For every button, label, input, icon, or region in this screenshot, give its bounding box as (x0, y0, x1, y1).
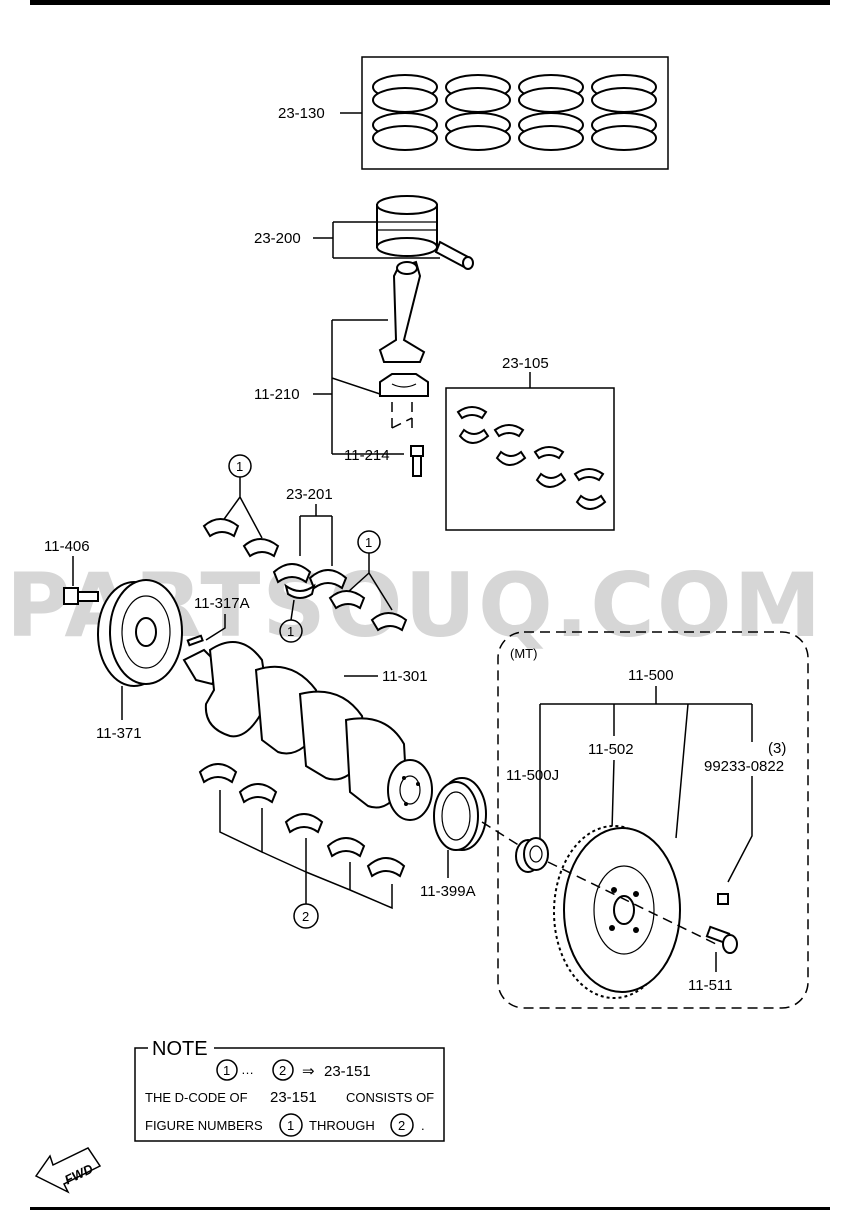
note-line2-b: CONSISTS OF (346, 1090, 434, 1105)
dowel-pin (717, 893, 729, 905)
label-99233-0822[interactable]: 99233-0822 (704, 758, 784, 775)
oil-seal-group[interactable]: 11-399A (420, 777, 487, 900)
bottom-rule (30, 1207, 830, 1210)
label-23-201[interactable]: 23-201 (286, 486, 333, 503)
piston-rings-group[interactable]: 23-130 (278, 56, 669, 170)
note-line1-from: 1 (223, 1063, 230, 1078)
crank-pulley-group[interactable]: 11-371 (96, 579, 183, 742)
label-11-511[interactable]: 11-511 (688, 977, 732, 994)
label-23-130[interactable]: 23-130 (278, 105, 325, 122)
ring-set-3 (518, 74, 584, 151)
note-line3-b: THROUGH (309, 1118, 375, 1133)
crankshaft-group[interactable]: 11-301 (182, 641, 433, 821)
upper-main-bearings-group[interactable]: 1 1 (202, 454, 408, 632)
label-11-502[interactable]: 11-502 (588, 741, 634, 758)
note-line3-a: FIGURE NUMBERS (145, 1118, 263, 1133)
label-23-105[interactable]: 23-105 (502, 355, 549, 372)
conrod-bearing-set-group[interactable]: 23-105 (445, 355, 615, 531)
ring-set-1 (372, 74, 438, 151)
label-11-399A[interactable]: 11-399A (420, 883, 476, 900)
note-line1-dots: … (241, 1062, 254, 1077)
label-11-210[interactable]: 11-210 (254, 386, 300, 403)
connecting-rod-group[interactable]: 11-210 (254, 260, 429, 455)
piston-pin (434, 240, 474, 270)
label-11-500[interactable]: 11-500 (628, 667, 674, 684)
top-rule (30, 0, 830, 5)
label-11-301[interactable]: 11-301 (382, 668, 428, 685)
label-11-500J[interactable]: 11-500J (506, 767, 559, 784)
note-box: NOTE 1 … 2 ⇒ 23-151 THE D-CODE OF 23-151… (134, 1038, 445, 1142)
note-line1-code: 23-151 (324, 1063, 371, 1080)
fig-circle-1-top: 1 (236, 459, 243, 474)
label-mt: (MT) (510, 646, 537, 661)
conrod-bearing-shells (456, 406, 607, 510)
key-group[interactable]: 11-317A (186, 595, 250, 647)
note-line3-end: . (421, 1118, 425, 1133)
fwd-label: FWD (62, 1161, 96, 1188)
label-11-406[interactable]: 11-406 (44, 538, 90, 555)
label-23-200[interactable]: 23-200 (254, 230, 301, 247)
label-11-371[interactable]: 11-371 (96, 725, 142, 742)
label-11-214[interactable]: 11-214 (344, 447, 390, 464)
label-dowel-qty: (3) (768, 740, 786, 757)
note-line1-arrow: ⇒ (302, 1063, 315, 1080)
note-line1-to: 2 (279, 1063, 286, 1078)
pilot-bearing (515, 837, 549, 873)
thrust-bearing-group[interactable]: 23-201 1 (272, 486, 348, 643)
ring-set-4 (591, 74, 657, 151)
fig-circle-2: 2 (302, 909, 309, 924)
lower-main-bearings-group[interactable]: 2 (198, 763, 406, 929)
fig-circle-1-right: 1 (365, 535, 372, 550)
fig-circle-1-lower: 1 (287, 624, 294, 639)
pulley-bolt-group[interactable]: 11-406 (44, 538, 99, 605)
note-title: NOTE (152, 1038, 208, 1060)
note-line3-n2: 2 (398, 1118, 405, 1133)
piston-group[interactable]: 23-200 (254, 195, 474, 270)
note-line2-a: THE D-CODE OF (145, 1090, 248, 1105)
ring-set-2 (445, 74, 511, 151)
flywheel (553, 825, 681, 999)
note-line2-code: 23-151 (270, 1089, 317, 1106)
conrod-bolt-group[interactable]: 11-214 (344, 445, 424, 477)
label-11-317A[interactable]: 11-317A (194, 595, 250, 612)
flywheel-bolt (705, 925, 738, 954)
mt-flywheel-group[interactable]: (MT) 11-500 11-500J 11-502 (3) 99233-082… (481, 631, 809, 1009)
fwd-arrow-icon: FWD (34, 1147, 102, 1194)
note-line3-n1: 1 (287, 1118, 294, 1133)
